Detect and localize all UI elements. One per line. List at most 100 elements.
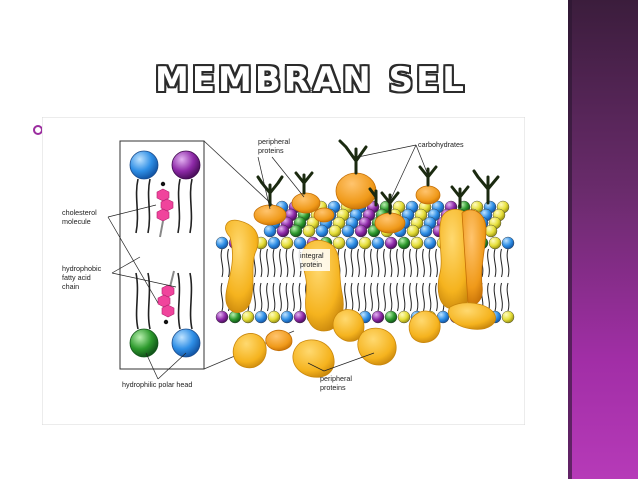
fatty-acid-tail bbox=[422, 248, 425, 278]
fatty-acid-tail bbox=[506, 282, 510, 312]
fatty-acid-tail bbox=[370, 248, 373, 278]
fatty-acid-tail bbox=[292, 248, 295, 278]
phospholipid-head bbox=[410, 236, 424, 250]
fatty-acid-tail bbox=[357, 248, 360, 278]
fatty-acid-tail bbox=[344, 248, 347, 278]
fatty-acid-tail bbox=[292, 282, 295, 312]
peripheral-proteins-top bbox=[253, 172, 441, 234]
phospholipid-head bbox=[358, 236, 372, 250]
fatty-acid-tail bbox=[389, 282, 393, 312]
phospholipid-head bbox=[315, 224, 329, 238]
label-hydrophilic-polar-head: hydrophilic polar head bbox=[122, 380, 192, 389]
phospholipid-head bbox=[406, 224, 420, 238]
fatty-acid-tail bbox=[500, 248, 503, 278]
fatty-acid-tail bbox=[500, 282, 503, 312]
fatty-acid-tail bbox=[487, 248, 490, 278]
phospholipid-head bbox=[384, 236, 398, 250]
fatty-acid-tail bbox=[402, 282, 406, 312]
fatty-acid-tail bbox=[376, 282, 380, 312]
fatty-acid-tail bbox=[493, 248, 497, 278]
label-hydrophobic-2: fatty acid bbox=[62, 273, 91, 282]
phospholipid-head bbox=[267, 236, 281, 250]
fatty-acid-tail bbox=[285, 282, 289, 312]
phospholipid-head bbox=[397, 236, 411, 250]
fatty-acid-tail bbox=[370, 282, 373, 312]
phospholipid-head bbox=[328, 224, 342, 238]
fatty-acid-tail bbox=[357, 282, 360, 312]
phospholipid-head bbox=[267, 310, 281, 324]
fatty-acid-tail bbox=[415, 248, 419, 278]
phospholipid-head bbox=[280, 310, 294, 324]
fatty-acid-tail bbox=[272, 248, 276, 278]
fatty-acid-tail bbox=[350, 282, 354, 312]
phospholipid-head bbox=[215, 310, 229, 324]
phospholipid-head bbox=[354, 224, 368, 238]
fatty-acid-tail bbox=[428, 248, 432, 278]
phospholipid-head bbox=[397, 310, 411, 324]
fatty-acid-tail bbox=[409, 248, 412, 278]
fatty-acid-tail bbox=[363, 282, 367, 312]
phospholipid-head bbox=[484, 224, 498, 238]
fatty-acid-tail bbox=[363, 248, 367, 278]
phospholipid-head bbox=[488, 236, 502, 250]
fatty-acid-tail bbox=[402, 248, 406, 278]
phospholipid-head bbox=[501, 236, 515, 250]
fatty-acid-tail bbox=[428, 282, 432, 312]
label-peripheral-proteins-bottom-1: peripheral bbox=[320, 374, 352, 383]
label-carbohydrates: carbohydrates bbox=[418, 140, 464, 149]
phospholipid-head bbox=[276, 224, 290, 238]
phospholipid-head bbox=[501, 310, 515, 324]
fatty-acid-tail bbox=[376, 248, 380, 278]
label-hydrophobic-1: hydrophobic bbox=[62, 264, 102, 273]
label-cholesterol-1: cholesterol bbox=[62, 208, 97, 217]
fatty-acid-tail bbox=[220, 248, 224, 278]
fatty-acid-tail bbox=[422, 282, 425, 312]
fatty-acid-tail bbox=[259, 282, 263, 312]
fatty-acid-tail bbox=[396, 248, 399, 278]
phospholipid-head bbox=[254, 310, 268, 324]
decorative-sidebar bbox=[568, 0, 638, 479]
inset-phospholipid-detail bbox=[119, 140, 295, 370]
phospholipid-head bbox=[280, 236, 294, 250]
fatty-acid-tail bbox=[389, 248, 393, 278]
phospholipid-head bbox=[332, 236, 346, 250]
cell-membrane-diagram: peripheral proteins carbohydrates choles… bbox=[41, 116, 526, 426]
phospholipid-head bbox=[263, 224, 277, 238]
fatty-acid-tail bbox=[435, 282, 438, 312]
fatty-acid-tail bbox=[285, 248, 289, 278]
label-peripheral-proteins-top-2: proteins bbox=[258, 146, 284, 155]
fatty-acid-tail bbox=[435, 248, 438, 278]
phospholipid-head bbox=[341, 224, 355, 238]
fatty-acid-tail bbox=[266, 248, 269, 278]
label-peripheral-proteins-top-1: peripheral bbox=[258, 137, 290, 146]
fatty-acid-tail bbox=[396, 282, 399, 312]
fatty-acid-tail bbox=[279, 248, 282, 278]
phospholipid-head bbox=[345, 236, 359, 250]
label-peripheral-proteins-bottom-2: proteins bbox=[320, 383, 346, 392]
phospholipid-head bbox=[289, 224, 303, 238]
fatty-acid-tail bbox=[415, 282, 419, 312]
fatty-acid-tail bbox=[493, 282, 497, 312]
phospholipid-head bbox=[215, 236, 229, 250]
phospholipid-head bbox=[302, 224, 316, 238]
label-integral-protein-1: integral bbox=[300, 251, 324, 260]
fatty-acid-tail bbox=[259, 248, 263, 278]
phospholipid-head bbox=[419, 224, 433, 238]
fatty-acid-tail bbox=[344, 282, 347, 312]
peripheral-proteins-bottom bbox=[232, 327, 397, 378]
label-cholesterol-2: molecule bbox=[62, 217, 91, 226]
carbohydrate-chains bbox=[256, 139, 500, 215]
label-hydrophobic-3: chain bbox=[62, 282, 79, 291]
fatty-acid-tail bbox=[220, 282, 224, 312]
phospholipid-head bbox=[371, 310, 385, 324]
phospholipid-head bbox=[384, 310, 398, 324]
fatty-acid-tail bbox=[298, 282, 302, 312]
fatty-acid-tail bbox=[383, 248, 386, 278]
fatty-acid-tail bbox=[272, 282, 276, 312]
fatty-acid-tail bbox=[279, 282, 282, 312]
fatty-acid-tail bbox=[266, 282, 269, 312]
fatty-acid-tail bbox=[506, 248, 510, 278]
fatty-acid-tail bbox=[253, 282, 256, 312]
phospholipid-head bbox=[241, 310, 255, 324]
fatty-acid-tail bbox=[350, 248, 354, 278]
